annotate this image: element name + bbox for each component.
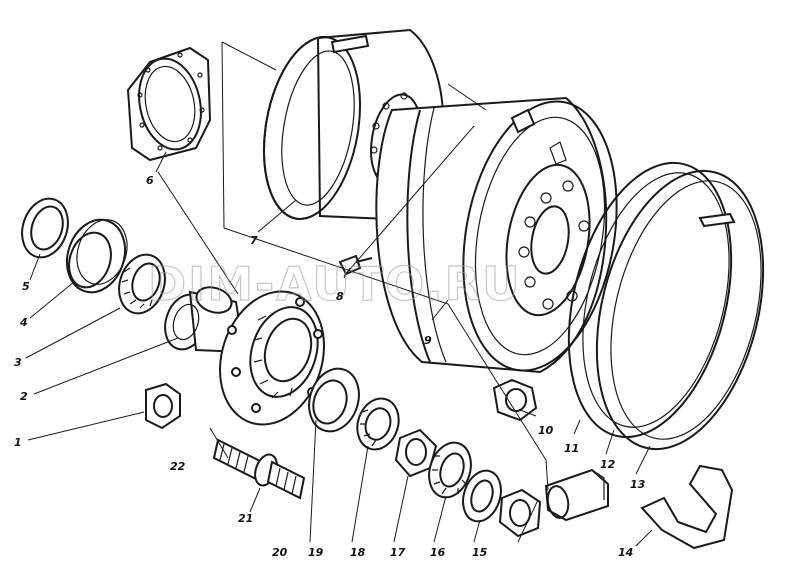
callout-1: 1 [14,436,22,449]
callout-9: 9 [424,334,432,347]
callout-8: 8 [336,290,344,303]
callout-2: 2 [20,390,28,403]
callout-15: 15 [472,546,488,559]
callout-17: 17 [390,546,406,559]
callout-13: 13 [630,478,646,491]
part-6-seal-plate [126,46,212,162]
callout-3: 3 [14,356,22,369]
callout-11: 11 [564,442,579,455]
part-14-clamp [640,464,734,550]
callout-19: 19 [308,546,324,559]
watermark: DIM-AUTO.RU [148,257,521,311]
callout-numbers: 1 2 3 4 5 6 7 8 9 10 11 12 13 14 15 16 1… [14,174,646,559]
callout-4: 4 [19,316,28,329]
callout-6: 6 [146,174,154,187]
part-12-hub-cap [544,468,609,522]
callout-10: 10 [538,424,554,437]
leader-lines [25,41,653,547]
callout-16: 16 [430,546,446,559]
part-22-hub-flange [219,290,325,426]
callout-22: 22 [170,460,186,473]
part-16-plain-washer [462,469,502,523]
part-9-main-rim [375,96,618,374]
part-21-wheel-stud [212,438,306,500]
callout-14: 14 [618,546,633,559]
part-1-wheel-nut [145,382,181,430]
callout-5: 5 [22,280,30,293]
part-3-roller-bearing [118,253,166,315]
callout-12: 12 [600,458,616,471]
part-15-lock-nut [498,488,542,538]
part-4-bearing-race [66,218,128,294]
part-19-outer-bearing [356,397,400,451]
part-10-rim-nut [492,378,538,422]
part-20-spacer-ring [308,367,360,433]
callout-18: 18 [350,546,366,559]
part-5-seal-ring [21,197,69,259]
part-13-lock-ring [595,169,765,451]
callout-21: 21 [238,512,253,525]
part-17-toothed-washer [428,441,472,499]
callout-20: 20 [272,546,288,559]
callout-7: 7 [250,234,258,247]
